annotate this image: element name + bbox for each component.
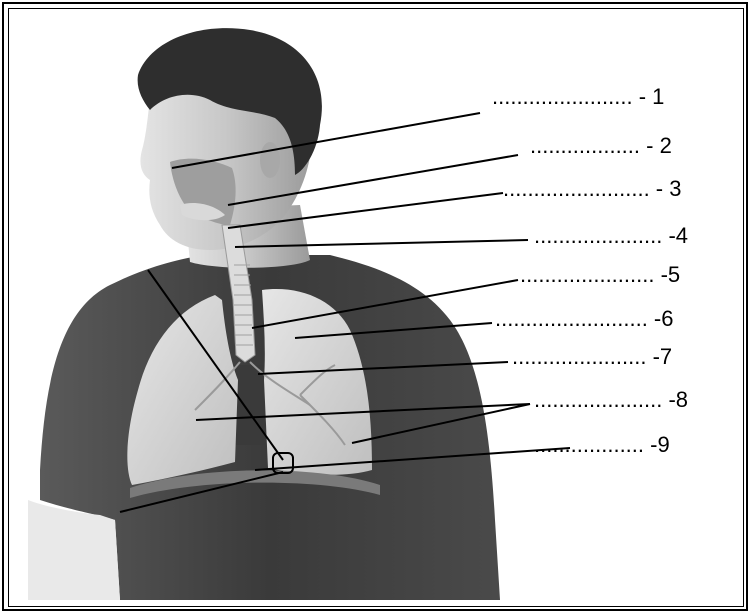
ear [260, 142, 280, 178]
label-9: .................. -9 [534, 432, 670, 458]
label-4: ..................... -4 [534, 223, 688, 249]
label-2: .................. - 2 [530, 133, 672, 159]
label-8: ..................... -8 [534, 387, 688, 413]
label-6: ......................... -6 [495, 306, 673, 332]
label-3: ........................ - 3 [503, 176, 681, 202]
label-5: ...................... -5 [520, 262, 680, 288]
label-1: ....................... - 1 [492, 84, 664, 110]
label-7: ...................... -7 [512, 344, 672, 370]
